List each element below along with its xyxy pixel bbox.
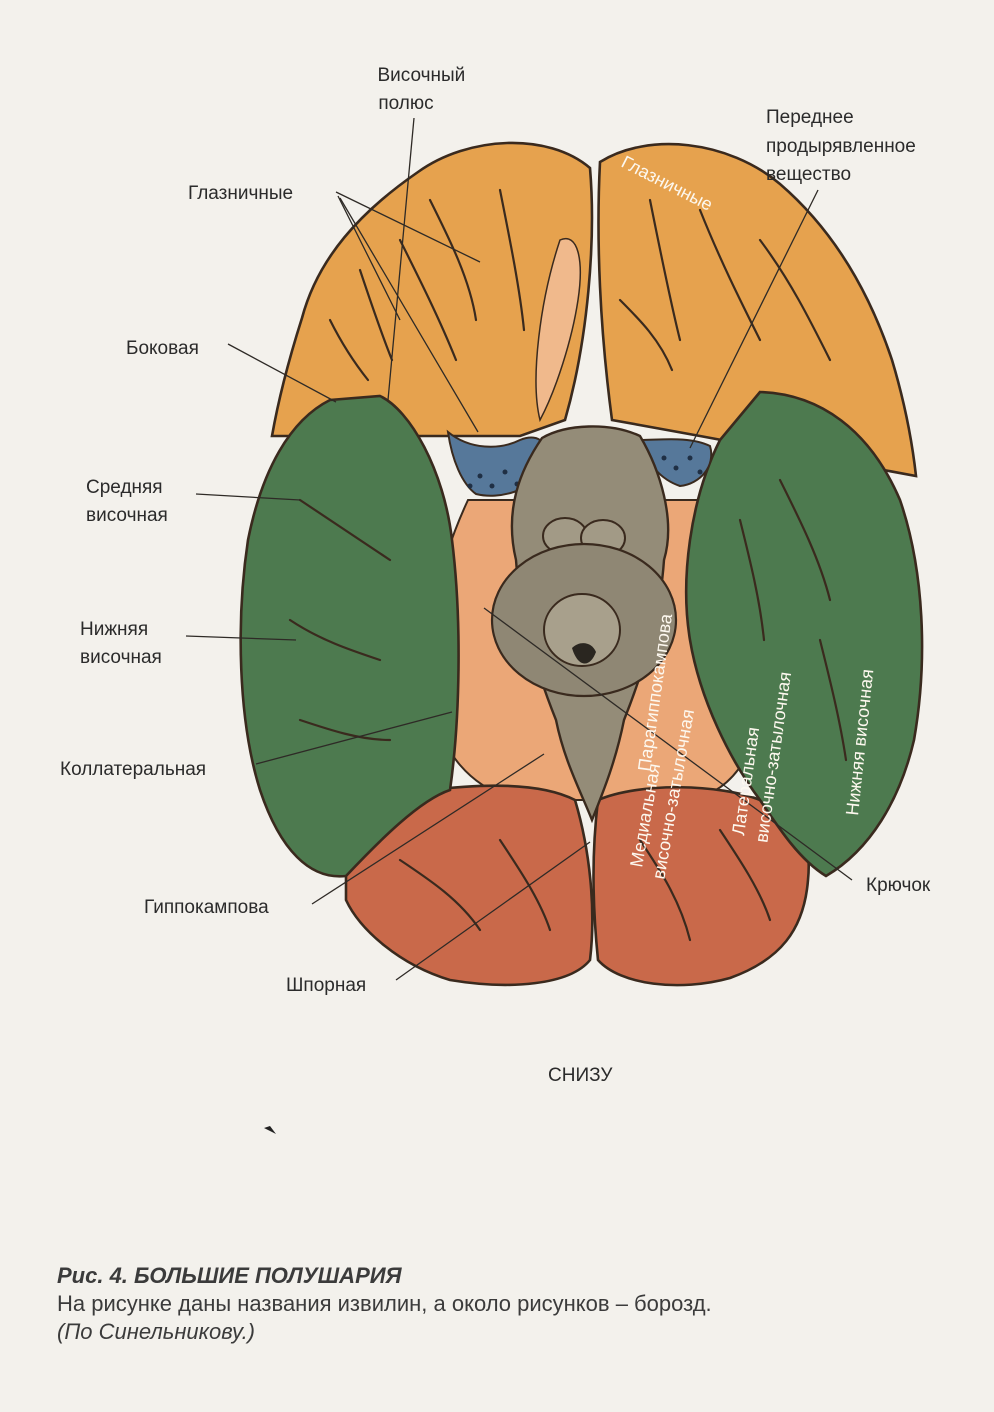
label-temporal-pole: Височный полюс: [377, 65, 470, 114]
brain-diagram: Височный полюс Глазничные Боковая Средня…: [60, 65, 931, 1134]
aqueduct-opening: [572, 643, 596, 664]
right-occipital-lobe: [592, 785, 810, 987]
scan-speck: [264, 1126, 276, 1134]
left-temporal-lobe: [239, 394, 460, 878]
label-calcarine-sulcus: Шпорная: [286, 975, 366, 996]
caption-text: На рисунке даны названия извилин, а окол…: [57, 1291, 712, 1316]
right-frontal-lobe: [597, 142, 918, 478]
label-inferior-temporal-sulcus: Нижняя височная: [80, 619, 162, 668]
perforation-dots: [467, 455, 703, 489]
right-temporal-lobe: [684, 390, 924, 878]
caption-source: (По Синельникову.): [57, 1319, 256, 1344]
label-anterior-perforated-line3: вещество: [766, 164, 851, 185]
label-anterior-perforated: Переднее продырявленное вещество: [766, 107, 921, 185]
figure-caption: Рис. 4. БОЛЬШИЕ ПОЛУШАРИЯ На рисунке дан…: [57, 1262, 957, 1346]
label-anterior-perforated-line1: Переднее: [766, 107, 854, 128]
label-middle-temporal-line1: Средняя: [86, 477, 163, 498]
label-temporal-pole-line2: полюс: [378, 93, 433, 114]
label-collateral-sulcus: Коллатеральная: [60, 759, 206, 780]
caption-title: Рис. 4. БОЛЬШИЕ ПОЛУШАРИЯ: [57, 1263, 402, 1288]
gyrus-rectus-left: [535, 237, 581, 423]
sulci: [288, 188, 848, 942]
left-frontal-lobe: [270, 141, 594, 438]
label-orbital-sulci: Глазничные: [188, 183, 293, 204]
view-label: СНИЗУ: [548, 1065, 613, 1086]
label-anterior-perforated-line2: продырявленное: [766, 136, 916, 157]
label-lateral-sulcus: Боковая: [126, 338, 199, 359]
label-middle-temporal-line2: височная: [86, 505, 168, 526]
label-temporal-pole-line1: Височный: [377, 65, 465, 86]
label-uncus: Крючок: [866, 875, 931, 896]
cerebral-aqueduct: [543, 593, 621, 667]
label-middle-temporal-sulcus: Средняя височная: [86, 477, 168, 526]
label-hippocampal-sulcus: Гиппокампова: [144, 897, 269, 918]
label-inferior-temporal-line1: Нижняя: [80, 619, 148, 640]
label-inferior-temporal-line2: височная: [80, 647, 162, 668]
leader-lines: [185, 117, 853, 981]
